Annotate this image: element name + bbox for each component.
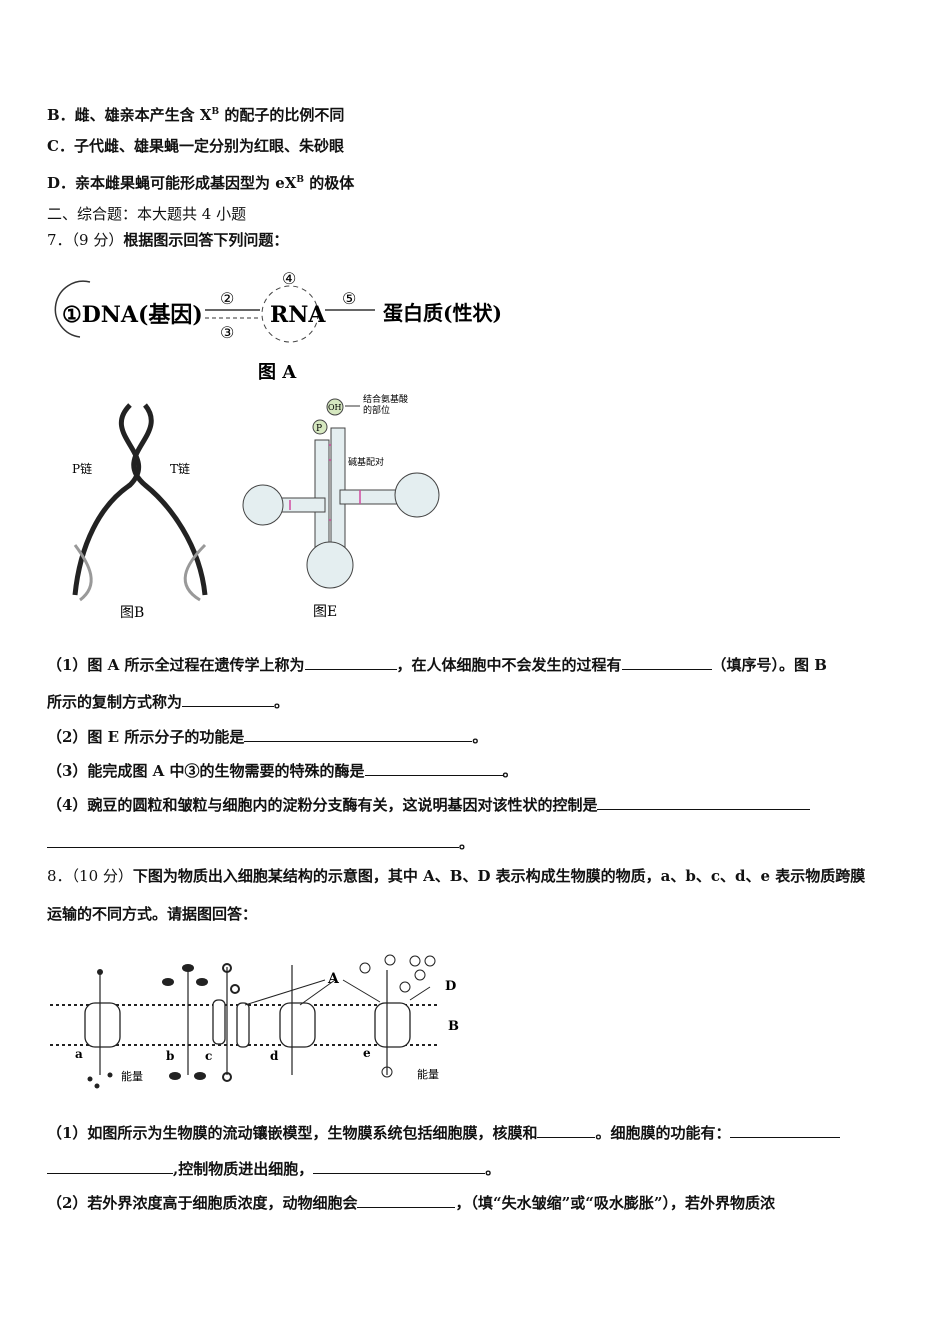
q8-sub1: （1）如图所示为生物膜的流动镶嵌模型，生物膜系统包括细胞膜，核膜和。细胞膜的功能… (47, 1123, 841, 1143)
protein-label: 蛋白质(性状) (383, 301, 502, 325)
option-c: C．子代雌、雄果蝇一定分别为红眼、朱砂眼 (47, 137, 344, 155)
figure-b-dna-replication: P链 T链 图B (72, 403, 208, 621)
figure-membrane: A D B a b c d e 能量 能量 (50, 954, 459, 1089)
q7-sub3: （3）能完成图 A 中③的生物需要的特殊的酶是。 (47, 762, 518, 780)
option-b: B．雌、雄亲本产生含 XB 的配子的比例不同 (47, 106, 345, 124)
label-c: c (205, 1049, 212, 1063)
base-pairing-label: 碱基配对 (348, 456, 384, 468)
label-b-bilayer: B (448, 1019, 459, 1034)
aa-site-label: 结合氨基酸 (363, 393, 408, 405)
label-a: a (75, 1047, 83, 1061)
rna-label: RNA (270, 302, 326, 328)
section-heading: 二、综合题：本大题共 4 小题 (47, 205, 247, 223)
figure-e-trna: P OH 结合氨基酸 的部位 碱基配对 图E (242, 393, 440, 620)
figure-a: ①DNA(基因) ② ③ ④ RNA ⑤ 蛋白质(性状) 图 A (54, 269, 502, 383)
q8-title-cont: 运输的不同方式。请据图回答： (47, 905, 258, 923)
label-b: b (166, 1049, 174, 1063)
label-4: ④ (282, 269, 296, 288)
option-d: D．亲本雌果蝇可能形成基因型为 eXB 的极体 (47, 174, 355, 192)
label-a-protein: A (327, 971, 340, 987)
p-strand-label: P链 (72, 461, 92, 476)
figure-a-caption: 图 A (258, 362, 297, 383)
q7-sub2: （2）图 E 所示分子的功能是。 (47, 728, 488, 746)
aa-site-label-2: 的部位 (363, 404, 390, 416)
q8-title: 8．（10 分）下图为物质出入细胞某结构的示意图，其中 A、B、D 表示构成生物… (47, 867, 866, 885)
label-d-transport: d (270, 1049, 279, 1063)
dna-label: ①DNA(基因) (62, 302, 203, 328)
q8-sub1-cont: ,控制物质进出细胞，。 (47, 1159, 500, 1179)
label-d: D (445, 979, 456, 994)
replication-loop (54, 280, 91, 338)
energy-label-1: 能量 (121, 1069, 143, 1083)
q7-sub1: （1）图 A 所示全过程在遗传学上称为，在人体细胞中不会发生的过程有（填序号）。… (47, 656, 827, 674)
figure-e-caption: 图E (313, 604, 337, 620)
q7-sub4: （4）豌豆的圆粒和皱粒与细胞内的淀粉分支酶有关，这说明基因对该性状的控制是 (47, 795, 811, 815)
label-5: ⑤ (342, 289, 356, 308)
q7-sub4-cont: 。 (47, 833, 474, 853)
label-2: ② (220, 289, 234, 308)
label-3: ③ (220, 323, 234, 342)
oh-label: OH (328, 403, 342, 412)
t-strand-label: T链 (170, 461, 190, 476)
phosphate-label: P (316, 424, 322, 434)
energy-label-2: 能量 (417, 1067, 439, 1081)
q7-title: 7．（9 分）根据图示回答下列问题： (47, 231, 289, 249)
label-e: e (363, 1046, 371, 1060)
figure-b-caption: 图B (120, 605, 144, 621)
q7-sub1-cont: 所示的复制方式称为。 (47, 693, 290, 711)
q8-sub2: （2）若外界浓度高于细胞质浓度，动物细胞会，（填“失水皱缩”或“吸水膨胀”），若… (47, 1194, 775, 1212)
